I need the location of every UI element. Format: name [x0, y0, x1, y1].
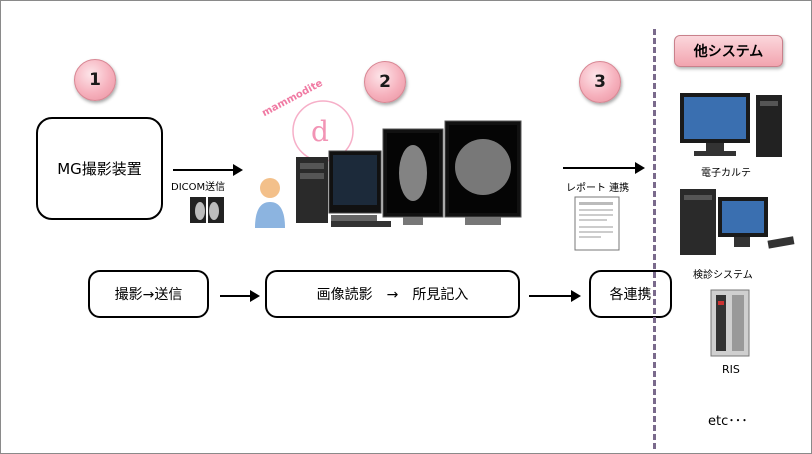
ris-server-icon	[710, 289, 750, 361]
other-item-ehr: 電子カルテ	[701, 168, 751, 179]
report-document-icon	[574, 196, 620, 255]
flow-step-capture: 撮影→送信	[88, 270, 209, 318]
flow-arrow-2	[529, 290, 581, 302]
flow-step-integration: 各連携	[589, 270, 672, 318]
dicom-arrow	[173, 164, 243, 176]
svg-text:d: d	[311, 115, 329, 148]
other-systems-header: 他システム	[674, 35, 783, 67]
dicom-label: DICOM送信	[171, 182, 226, 193]
other-etc: etc･･･	[708, 414, 748, 429]
user-icon	[253, 176, 287, 232]
ehr-computer-icon	[676, 91, 784, 163]
mg-device-box: MG撮影装置	[36, 117, 163, 220]
step-badge-1: 1	[74, 59, 116, 101]
report-label: レポート 連携	[566, 183, 630, 194]
flow-arrow-1	[220, 290, 260, 302]
mammogram-thumbnail-icon	[190, 197, 224, 227]
other-item-screening: 検診システム	[693, 270, 753, 281]
workstation-illustration: d	[251, 91, 536, 235]
system-divider	[653, 29, 656, 449]
report-arrow	[563, 162, 645, 174]
flow-step-reading: 画像読影 → 所見記入	[265, 270, 520, 318]
other-item-ris: RIS	[722, 363, 740, 376]
screening-computer-icon	[678, 187, 796, 263]
step-badge-2: 2	[364, 61, 406, 103]
step-badge-3: 3	[579, 61, 621, 103]
